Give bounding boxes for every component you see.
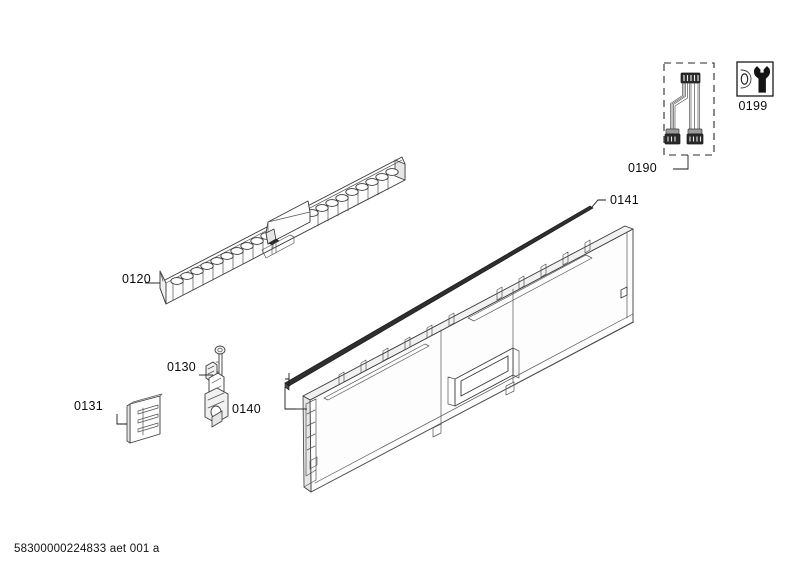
part-label-0199: 0199 [738, 99, 767, 113]
latch-bracket-ribs [207, 365, 215, 375]
harness-left-strain-relief [665, 128, 680, 135]
part-label-0141: 0141 [610, 193, 639, 207]
display-window-left-edge [447, 376, 456, 407]
part-0190-group[interactable]: 0190 [628, 62, 715, 175]
harness-left-connector [664, 133, 681, 145]
leader-0131 [116, 414, 127, 425]
harness-right-connector [686, 133, 704, 145]
part-0130-group[interactable]: 0130 [167, 345, 229, 428]
display-window-right-edge [512, 347, 520, 379]
part-label-0131: 0131 [74, 399, 103, 413]
panel-left-bottom [303, 469, 317, 488]
part-label-0190: 0190 [628, 161, 657, 175]
kit-dashed-box [663, 62, 715, 156]
panel-upper-groove [467, 254, 593, 322]
latch-knob-hole [217, 347, 223, 353]
harness-right-strain-relief [687, 128, 703, 135]
part-label-0120: 0120 [122, 272, 151, 286]
trim-strip-end [284, 382, 290, 391]
latch-switch-plate [211, 410, 223, 428]
bracket-top-edge [129, 393, 163, 405]
latch-assembly-icon [204, 345, 229, 428]
part-0120-group[interactable]: 0120 [122, 156, 406, 305]
part-label-0130: 0130 [167, 360, 196, 374]
panel-bottom-inner [314, 313, 634, 484]
panel-right-tab [620, 286, 628, 299]
panel-clip-left [432, 423, 442, 438]
part-0131-group[interactable]: 0131 [74, 393, 163, 444]
panel-bottom-edge [310, 321, 635, 493]
wire-harness-icon [664, 72, 704, 145]
footer-document-code: 58300000224833 aet 001 a [14, 543, 160, 555]
button-strip-icon [159, 156, 406, 305]
leader-0141 [591, 199, 606, 208]
part-label-0140: 0140 [232, 402, 261, 416]
leader-0140-elbow [284, 387, 296, 410]
leader-0190 [673, 155, 689, 170]
part-0140-group[interactable]: 0140 [232, 225, 635, 493]
display-window-inner [460, 355, 509, 397]
panel-clip-right [505, 381, 515, 396]
bracket-edge [126, 403, 131, 444]
panel-left-end-cap [302, 395, 312, 493]
fascia-panel-icon [302, 225, 635, 493]
latch-housing-ribs [207, 392, 225, 409]
bracket-icon [126, 393, 163, 444]
leader-0140-to-strip [285, 373, 290, 387]
part-0199-group[interactable]: 0199 [736, 61, 774, 113]
panel-lower-groove [323, 343, 430, 401]
wrench-icon [740, 66, 771, 93]
